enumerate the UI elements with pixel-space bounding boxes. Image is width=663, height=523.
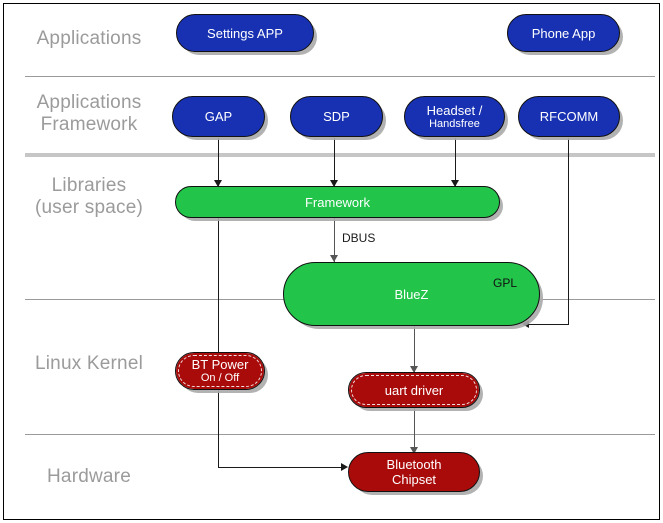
node-headset-handsfree-label-line1: Headset / bbox=[426, 102, 483, 118]
node-bt-power-label-line1: BT Power bbox=[191, 357, 249, 372]
arrowhead-framework-to-chipset bbox=[341, 463, 348, 471]
node-headset-handsfree[interactable]: Headset / Handsfree bbox=[404, 96, 505, 137]
diagram-border bbox=[3, 3, 660, 520]
layer-label-linux-kernel: Linux Kernel bbox=[34, 353, 144, 374]
node-uart-driver-label: uart driver bbox=[384, 382, 444, 398]
layer-label-hardware: Hardware bbox=[47, 466, 131, 487]
arrowhead-rfcomm-to-bluez bbox=[522, 320, 529, 328]
node-framework[interactable]: Framework bbox=[175, 186, 500, 218]
node-sdp[interactable]: SDP bbox=[290, 96, 383, 137]
node-gap-label: GAP bbox=[204, 109, 233, 124]
node-bt-power-label-line2: On / Off bbox=[200, 372, 240, 384]
edge-framework-to-chipset-horizontal bbox=[218, 467, 344, 468]
node-phone-app-label: Phone App bbox=[531, 25, 596, 41]
edge-bluez-to-uart bbox=[414, 326, 415, 374]
node-rfcomm[interactable]: RFCOMM bbox=[518, 96, 620, 137]
node-phone-app[interactable]: Phone App bbox=[507, 14, 620, 52]
arrowhead-framework-to-bluez bbox=[330, 255, 338, 262]
layer-label-libraries-line2: (user space) bbox=[35, 197, 143, 218]
node-settings-app[interactable]: Settings APP bbox=[176, 14, 314, 52]
arrowhead-bluez-to-uart bbox=[410, 366, 418, 373]
layer-label-applications-framework-line1: Applications bbox=[36, 92, 142, 113]
node-headset-handsfree-label-line2: Handsfree bbox=[429, 117, 480, 130]
node-uart-driver[interactable]: uart driver bbox=[348, 372, 480, 408]
node-bluetooth-chipset-label-line1: Bluetooth bbox=[386, 457, 442, 472]
edge-gap-to-framework bbox=[218, 138, 219, 188]
arrowhead-uart-to-chipset bbox=[410, 447, 418, 454]
edge-headset-to-framework bbox=[455, 138, 456, 188]
separator-applications bbox=[25, 76, 655, 77]
edge-sdp-to-framework bbox=[334, 138, 335, 188]
arrowhead-headset-to-framework bbox=[451, 180, 459, 187]
node-bluetooth-chipset[interactable]: Bluetooth Chipset bbox=[348, 452, 480, 492]
edge-rfcomm-horizontal bbox=[527, 324, 569, 325]
edge-label-dbus: DBUS bbox=[342, 231, 376, 245]
edge-rfcomm-vertical bbox=[568, 138, 569, 325]
edge-framework-to-bluez bbox=[334, 217, 335, 262]
layer-label-libraries-line1: Libraries bbox=[51, 175, 127, 196]
separator-linux-kernel bbox=[25, 434, 655, 435]
node-settings-app-label: Settings APP bbox=[207, 25, 283, 41]
node-bt-power[interactable]: BT Power On / Off bbox=[175, 352, 265, 390]
layer-label-applications: Applications bbox=[36, 28, 142, 49]
node-bluez-license-tag: GPL bbox=[492, 276, 517, 290]
node-bluetooth-chipset-label-line2: Chipset bbox=[391, 472, 437, 487]
arrowhead-gap-to-framework bbox=[214, 180, 222, 187]
node-bluez-label: BlueZ bbox=[394, 286, 429, 302]
arrowhead-sdp-to-framework bbox=[330, 180, 338, 187]
separator-applications-framework bbox=[25, 153, 655, 157]
node-gap[interactable]: GAP bbox=[172, 96, 265, 137]
edge-framework-to-chipset-vertical bbox=[218, 217, 219, 468]
layer-label-applications-framework-line2: Framework bbox=[40, 114, 138, 135]
node-bluez[interactable]: GPL BlueZ bbox=[283, 262, 540, 326]
edge-uart-to-chipset bbox=[414, 408, 415, 454]
node-framework-label: Framework bbox=[304, 194, 370, 210]
node-rfcomm-label: RFCOMM bbox=[539, 109, 599, 124]
node-sdp-label: SDP bbox=[323, 109, 350, 124]
